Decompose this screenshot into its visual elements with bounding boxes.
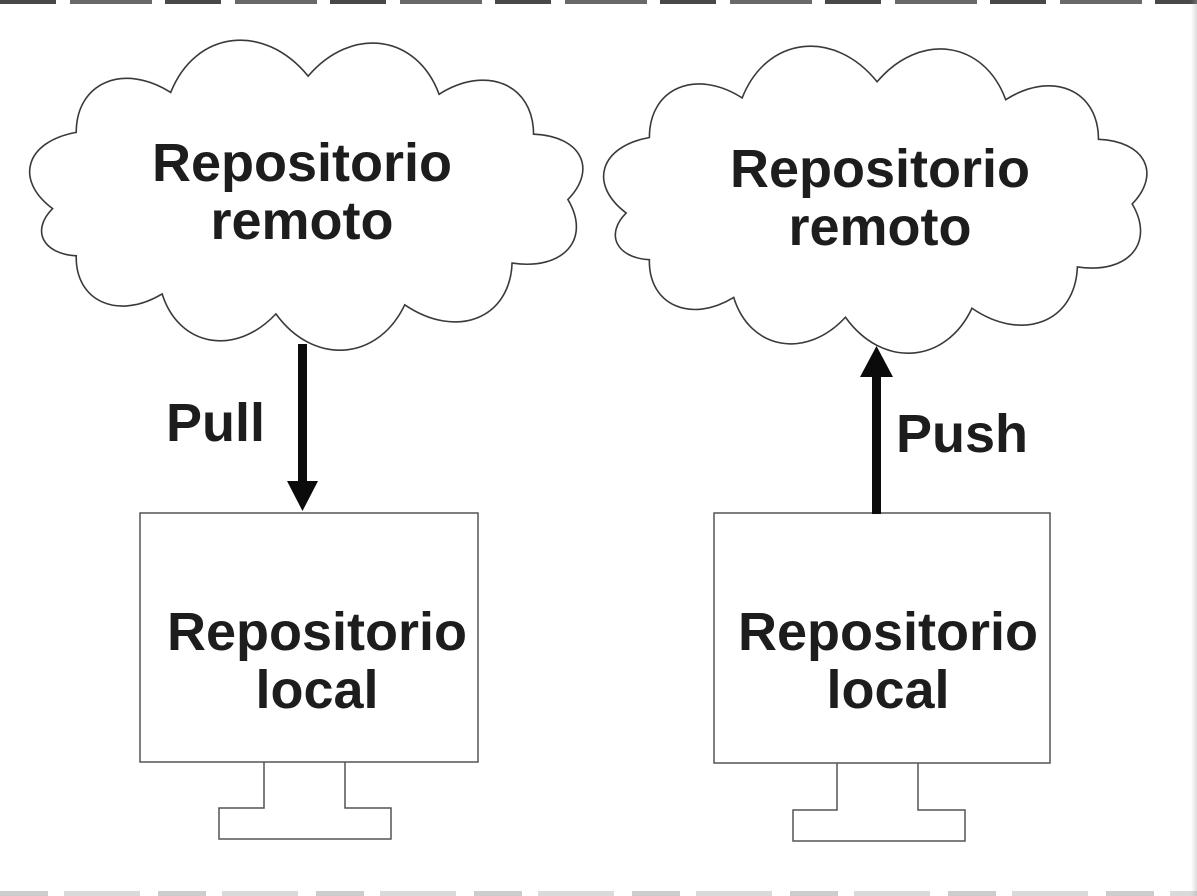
local-repo-label-left: Repositorio local (117, 603, 517, 719)
local-repo-monitor-right (713, 512, 1051, 842)
pull-arrow-icon (287, 344, 318, 511)
remote-repo-label-left: Repositorio remoto (102, 134, 502, 250)
monitor-screen (713, 512, 1051, 764)
push-arrow-icon (860, 346, 893, 514)
monitor-screen (139, 512, 479, 763)
push-label: Push (896, 404, 1029, 464)
arrow-shaft (872, 374, 881, 514)
remote-repo-label-right: Repositorio remoto (680, 140, 1080, 256)
local-repo-label-right: Repositorio local (688, 603, 1088, 719)
pull-label: Pull (166, 393, 266, 453)
label-line: remoto (210, 191, 394, 251)
remote-repo-cloud-left (30, 40, 583, 350)
label-line: Repositorio (151, 133, 452, 193)
label-line: local (255, 660, 379, 720)
label-line: Repositorio (166, 602, 467, 662)
label-line: Repositorio (737, 602, 1038, 662)
local-repo-monitor-left (139, 512, 479, 840)
label-line: local (826, 660, 950, 720)
label-line: Repositorio (729, 139, 1030, 199)
arrow-head (860, 346, 893, 377)
arrow-head (287, 481, 318, 511)
monitor-stand-icon (218, 762, 392, 840)
label-line: remoto (788, 197, 972, 257)
remote-repo-cloud-right (604, 46, 1147, 353)
monitor-stand-icon (792, 763, 966, 842)
arrow-shaft (298, 344, 307, 483)
